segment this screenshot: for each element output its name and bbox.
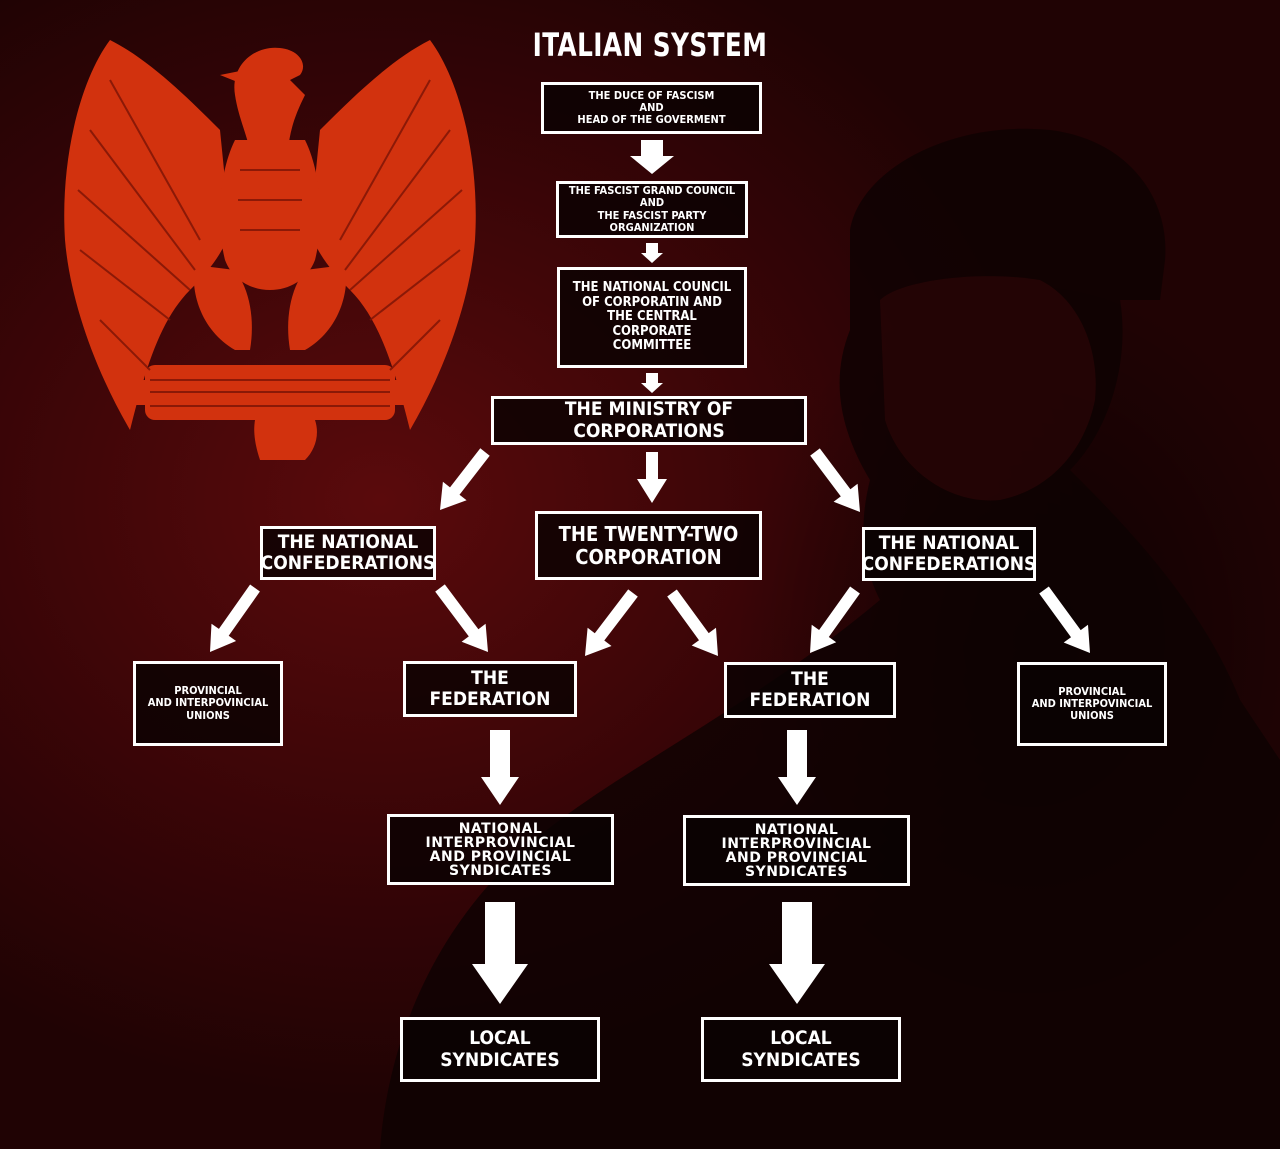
- node-ministry: THE MINISTRY OF CORPORATIONS: [491, 396, 807, 445]
- page-title: ITALIAN SYSTEM: [532, 26, 768, 64]
- node-syndicates-left: NATIONAL INTERPROVINCIAL AND PROVINCIAL …: [387, 814, 614, 885]
- node-federation-left: THE FEDERATION: [403, 661, 577, 717]
- node-duce: THE DUCE OF FASCISM AND HEAD OF THE GOVE…: [541, 82, 762, 134]
- arrow-federation_right-to-syndicates_right: [778, 730, 816, 805]
- node-local-syndicates-right: LOCAL SYNDICATES: [701, 1017, 901, 1082]
- arrow-duce-to-grand_council: [630, 140, 674, 174]
- arrow-confed_right-to-unions_right: [1039, 586, 1090, 653]
- arrow-syndicates_right-to-local_right: [769, 902, 825, 1004]
- node-unions-right: PROVINCIAL AND INTERPOVINCIAL UNIONS: [1017, 662, 1167, 746]
- arrow-confed_left-to-unions_left: [210, 584, 260, 652]
- arrow-grand_council-to-national_council: [641, 243, 663, 263]
- node-twenty-two-corporation: THE TWENTY-TWO CORPORATION: [535, 511, 762, 580]
- arrow-ministry-to-confed_left: [440, 448, 490, 510]
- arrow-national_council-to-ministry: [641, 373, 663, 393]
- node-federation-right: THE FEDERATION: [724, 662, 896, 718]
- node-national-council: THE NATIONAL COUNCIL OF CORPORATIN AND T…: [557, 267, 747, 368]
- arrow-syndicates_left-to-local_left: [472, 902, 528, 1004]
- arrow-corporation-to-federation_right: [667, 589, 718, 656]
- arrow-corporation-to-federation_left: [585, 589, 638, 656]
- arrow-federation_left-to-syndicates_left: [481, 730, 519, 805]
- node-syndicates-right: NATIONAL INTERPROVINCIAL AND PROVINCIAL …: [683, 815, 910, 886]
- arrow-ministry-to-corporation: [637, 452, 667, 503]
- arrow-confed_left-to-federation_left: [435, 584, 488, 652]
- node-unions-left: PROVINCIAL AND INTERPOVINCIAL UNIONS: [133, 661, 283, 746]
- eagle-fasces-icon: [64, 40, 476, 460]
- node-confederations-right: THE NATIONAL CONFEDERATIONS: [862, 527, 1036, 581]
- node-grand-council: THE FASCIST GRAND COUNCIL AND THE FASCIS…: [556, 181, 748, 238]
- node-confederations-left: THE NATIONAL CONFEDERATIONS: [260, 526, 436, 580]
- arrow-ministry-to-confed_right: [810, 448, 860, 512]
- node-local-syndicates-left: LOCAL SYNDICATES: [400, 1017, 600, 1082]
- arrow-confed_right-to-federation_right: [810, 586, 860, 653]
